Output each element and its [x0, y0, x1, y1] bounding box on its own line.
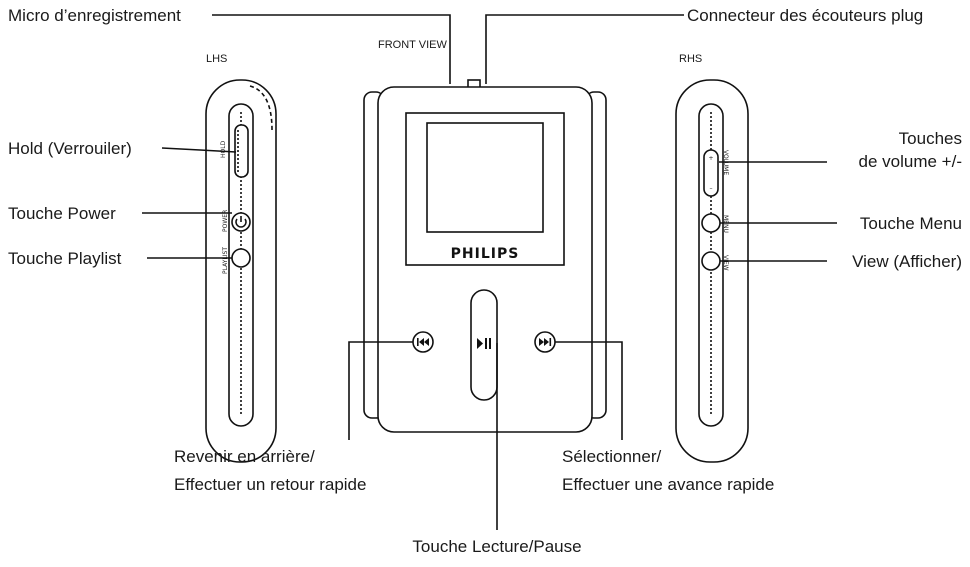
power-callout: Touche Power: [8, 204, 116, 223]
menu-button[interactable]: [701, 213, 721, 233]
screen-bezel: [405, 112, 565, 266]
hold-label: HOLD: [220, 140, 227, 158]
hold-switch[interactable]: [234, 124, 249, 178]
power-icon: [235, 216, 247, 228]
lhs-side-groove: [228, 103, 254, 427]
volume-callout-line2: de volume +/-: [859, 152, 962, 171]
hold-leader: [161, 147, 237, 153]
play-pause-icon: [477, 338, 491, 349]
micro-callout: Micro d’enregistrement: [8, 6, 181, 25]
front-view-label: FRONT VIEW: [378, 39, 447, 51]
headphone-callout: Connecteur des écouteurs plug: [687, 6, 923, 25]
headphone-leader: [485, 14, 684, 84]
playlist-button[interactable]: [231, 248, 251, 268]
rewind-callout-line2: Effectuer un retour rapide: [174, 475, 366, 494]
volume-plus-icon: +: [708, 155, 713, 162]
lhs-view-label: LHS: [206, 53, 227, 65]
hold-callout: Hold (Verrouiler): [8, 139, 132, 158]
rewind-icon: [417, 338, 429, 346]
volume-rocker[interactable]: [703, 149, 719, 197]
callout-labels: Micro d’enregistrement Connecteur des éc…: [8, 6, 962, 556]
lhs-edge-curve: [249, 85, 273, 131]
view-label: VIEW: [722, 255, 729, 271]
leader-lines: [142, 14, 837, 530]
lcd-screen: [426, 122, 544, 233]
view-button[interactable]: [701, 251, 721, 271]
micro-leader: [212, 14, 451, 84]
play-pause-button[interactable]: [470, 289, 498, 401]
forward-leader: [555, 341, 623, 440]
view-callout: View (Afficher): [852, 252, 962, 271]
brand-logo: PHILIPS: [451, 246, 520, 262]
fast-forward-icon: [539, 338, 552, 346]
volume-callout-line1: Touches: [899, 129, 962, 148]
forward-callout-line1: Sélectionner/: [562, 447, 662, 466]
rewind-callout-line1: Revenir en arrière/: [174, 447, 315, 466]
rhs-side-view: RHS + – VOLUME MENU VIEW: [675, 53, 749, 463]
rewind-leader: [348, 341, 413, 440]
forward-callout-line2: Effectuer une avance rapide: [562, 475, 774, 494]
rhs-view-label: RHS: [679, 53, 702, 65]
playlist-label: PLAYLIST: [222, 247, 229, 274]
playlist-callout: Touche Playlist: [8, 249, 122, 268]
lhs-device-body: [205, 79, 277, 463]
front-view: FRONT VIEW PHILIPS: [363, 39, 607, 433]
rhs-device-body: [675, 79, 749, 463]
power-label: POWER: [222, 210, 229, 232]
play-callout: Touche Lecture/Pause: [412, 537, 581, 556]
lhs-side-view: LHS HOLD POWER PLAYLIST: [205, 53, 277, 463]
menu-label: MENU: [722, 215, 729, 233]
volume-minus-icon: –: [710, 185, 713, 192]
menu-callout: Touche Menu: [860, 214, 962, 233]
rhs-side-groove: [698, 103, 724, 427]
